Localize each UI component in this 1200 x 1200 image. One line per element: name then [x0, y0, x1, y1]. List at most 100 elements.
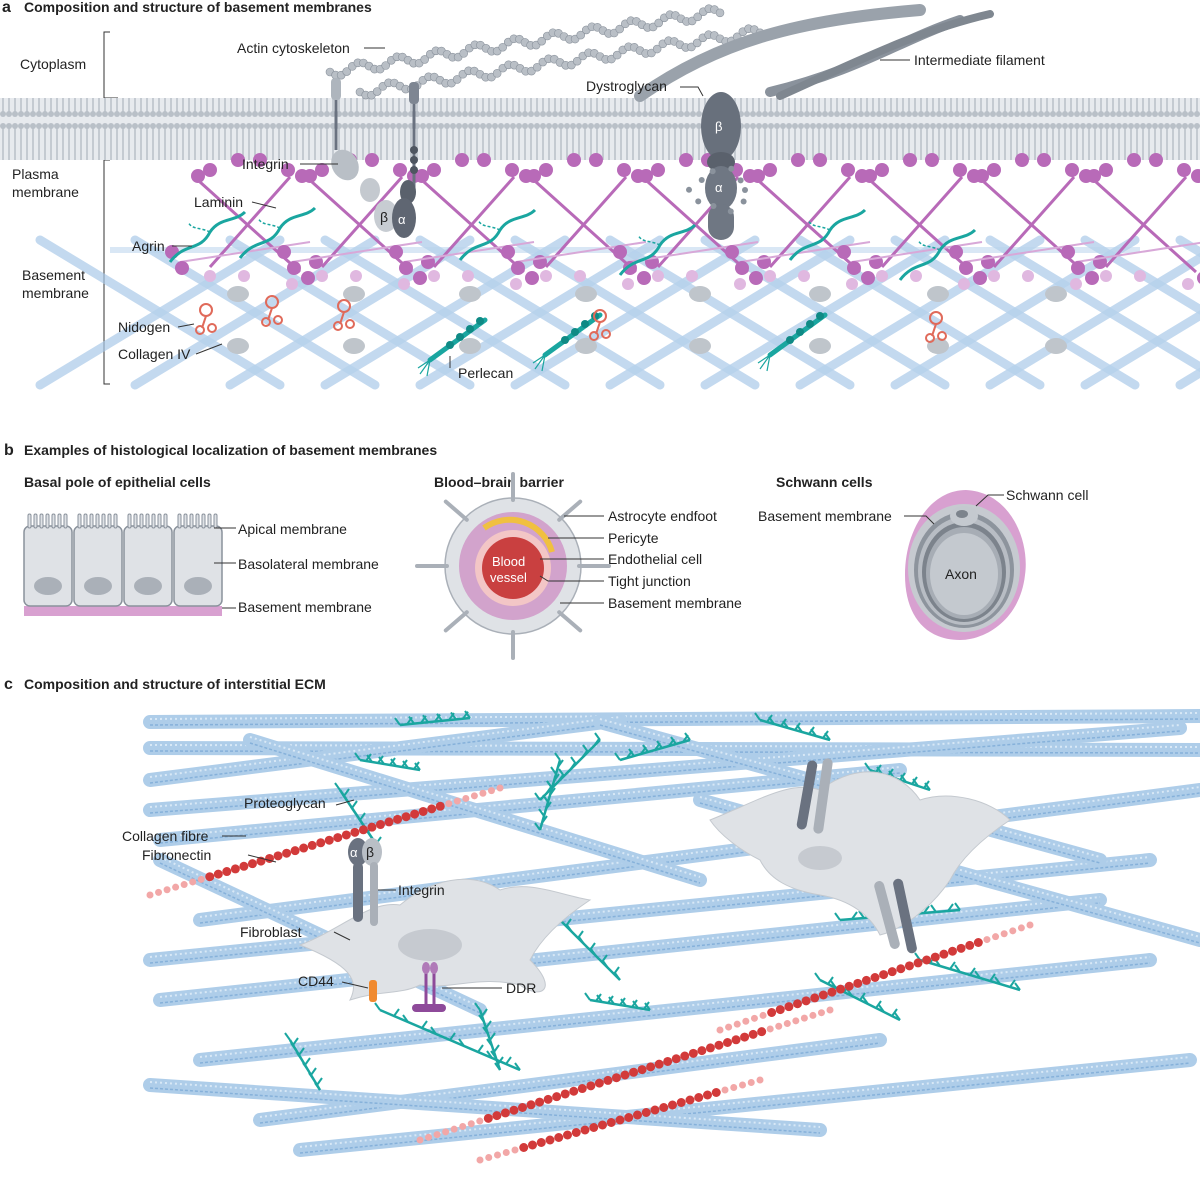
collagen-iv-node: [809, 338, 831, 354]
fibronectin-bead: [213, 869, 223, 879]
laminin-globule: [876, 270, 888, 282]
collagen-iv-strand: [1080, 235, 1200, 315]
collagen-fibre-stripe: [299, 1062, 1191, 1154]
fibronectin-bead: [554, 1133, 564, 1142]
proteoglycan-glycan: [1014, 982, 1021, 991]
laminin-globule: [988, 270, 1000, 282]
proteoglycan-glycan: [359, 812, 366, 821]
laminin-globule: [1015, 153, 1029, 167]
fibronectin-bead: [401, 812, 411, 822]
actin-subunit: [498, 42, 508, 52]
fibronectin-bead: [817, 1009, 825, 1017]
fibronectin-bead: [756, 1076, 764, 1084]
fibronectin-bead: [733, 1020, 741, 1028]
collagen-fibre: [153, 763, 907, 847]
proteoglycan-glycan: [557, 774, 564, 783]
proteoglycan-glycan: [565, 918, 572, 927]
laminin-globule: [287, 261, 301, 275]
proteoglycan-glycan: [830, 980, 837, 989]
fibronectin-bead: [435, 801, 445, 811]
proteoglycan-glycan: [486, 1038, 493, 1047]
fibronectin-bead: [163, 886, 171, 894]
laminin-globule: [903, 153, 917, 167]
nidogen-domain: [333, 321, 343, 331]
fibronectin-bead: [563, 1130, 572, 1140]
laminin-globule: [1022, 270, 1034, 282]
fibronectin-bead: [172, 883, 180, 891]
actin-subunit: [381, 61, 391, 70]
laminin-globule: [510, 278, 522, 290]
collagen-fibre: [143, 1078, 827, 1137]
collagen-fibre-stripe: [149, 1081, 821, 1128]
proteoglycan-glycan: [554, 752, 561, 761]
laminin-globule: [511, 261, 525, 275]
dystroglycan-beta-symbol: β: [715, 119, 722, 134]
proteoglycan-glycan: [796, 724, 803, 733]
proteoglycan-glycan: [308, 1072, 315, 1081]
proteoglycan-glycan: [834, 912, 841, 921]
fibronectin-bead: [496, 784, 504, 792]
dystroglycan-glycan: [742, 187, 748, 193]
collagen-fibre-stripe: [149, 712, 1200, 720]
laminin-arm: [291, 241, 423, 263]
proteoglycan-glycan: [290, 1042, 297, 1051]
proteoglycan-glycan: [351, 800, 358, 809]
fibronectin-bead: [560, 1089, 570, 1099]
fibronectin-bead: [418, 806, 428, 816]
fibronectin-bead: [637, 1065, 647, 1075]
collagen-fibre: [243, 733, 707, 887]
epithelial-nucleus: [34, 577, 62, 595]
perlecan-domain: [561, 336, 569, 344]
actin-subunit: [615, 24, 625, 34]
laminin-globule: [975, 169, 989, 183]
proteoglycan-glycan: [924, 782, 931, 791]
fibronectin-bead: [189, 878, 197, 886]
laminin-globule: [863, 169, 877, 183]
fibroblast-nucleus: [398, 929, 462, 961]
proteoglycan-glycan: [596, 994, 603, 1003]
proteoglycan-glycan: [613, 966, 620, 975]
perlecan-domain: [796, 328, 804, 336]
collagen-fibre-stripe: [249, 736, 701, 878]
proteoglycan-glycan: [514, 1062, 521, 1071]
proteoglycan-glycan: [557, 759, 564, 768]
dystroglycan-alpha-symbol: α: [715, 180, 723, 195]
integrin-beta-symbol: β: [380, 209, 388, 225]
laminin-globule: [841, 163, 855, 177]
nidogen-domain: [207, 323, 217, 333]
proteoglycan-glycan: [949, 961, 956, 970]
laminin-globule: [1099, 163, 1113, 177]
collagen-iv-label: Collagen IV: [118, 346, 191, 362]
laminin-arm: [963, 241, 1095, 263]
schwann-basement-membrane-label: Basement membrane: [758, 508, 892, 524]
panel-a-title: Composition and structure of basement me…: [24, 0, 372, 15]
fibronectin-bead: [290, 846, 300, 856]
laminin-globule: [540, 270, 552, 282]
agrin-glycan: [917, 239, 941, 251]
microvillus: [157, 513, 162, 529]
laminin-arm: [1075, 241, 1200, 263]
laminin-globule: [462, 270, 474, 282]
collagen-iv-node: [809, 286, 831, 302]
fibronectin-bead: [731, 1035, 741, 1045]
fibronectin-bead: [479, 789, 487, 797]
laminin-globule: [973, 271, 987, 285]
proteoglycan-glycan: [814, 972, 821, 981]
panel-c-leaders: [222, 799, 502, 989]
integrin-alpha-symbol-c: α: [350, 845, 358, 860]
fibronectin-bead: [485, 1154, 493, 1161]
collagen-fibre-stripe: [149, 724, 1181, 808]
microvillus: [177, 513, 182, 529]
microvillus: [207, 513, 212, 529]
collagen-fibre: [193, 783, 1200, 927]
laminin-globule: [1182, 278, 1194, 290]
fibronectin-bead: [528, 1140, 537, 1150]
proteoglycan-glycan: [989, 973, 996, 982]
fibronectin-bead: [844, 981, 854, 991]
laminin-globule: [861, 271, 875, 285]
fibronectin-bead: [205, 872, 215, 882]
collagen-iv-node: [689, 338, 711, 354]
astrocyte-process: [443, 499, 469, 522]
fibronectin-bead: [433, 1131, 441, 1139]
collagen-iv-node: [1045, 338, 1067, 354]
